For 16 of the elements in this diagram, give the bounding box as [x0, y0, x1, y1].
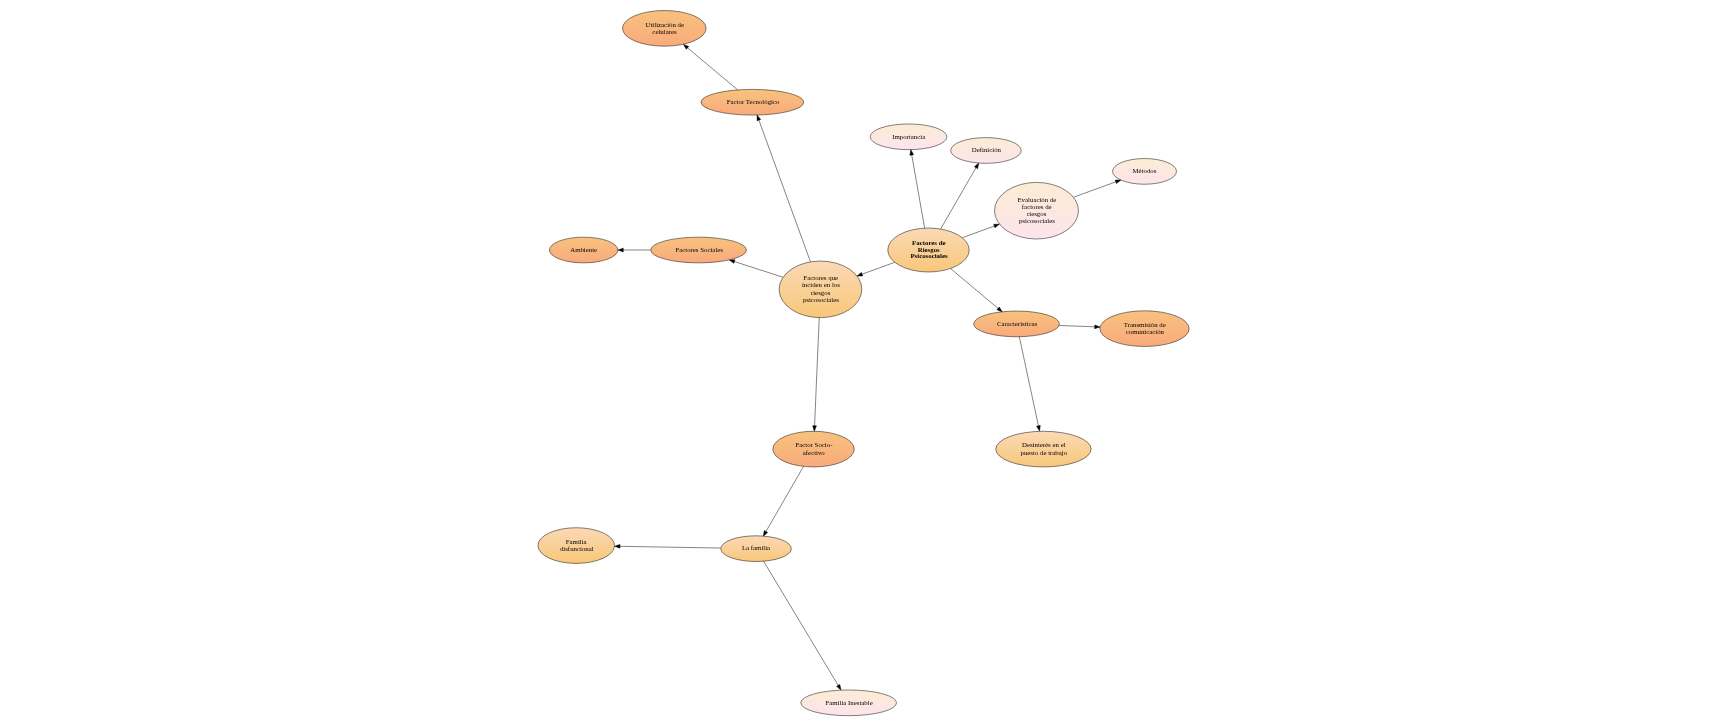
arrow: [762, 466, 804, 537]
arrow: [613, 544, 721, 549]
arrow: [856, 262, 895, 277]
arrow: [949, 268, 1002, 313]
arrow: [617, 247, 651, 253]
arrow: [1018, 336, 1040, 432]
arrow: [961, 223, 1000, 238]
arrow: [811, 317, 819, 432]
arrow: [939, 162, 979, 230]
arrow: [1058, 324, 1100, 329]
arrow: [762, 560, 841, 691]
arrow: [728, 259, 783, 278]
arrow: [909, 149, 925, 229]
arrow: [756, 114, 811, 262]
arrow: [1072, 179, 1121, 198]
arrow: [682, 44, 738, 91]
